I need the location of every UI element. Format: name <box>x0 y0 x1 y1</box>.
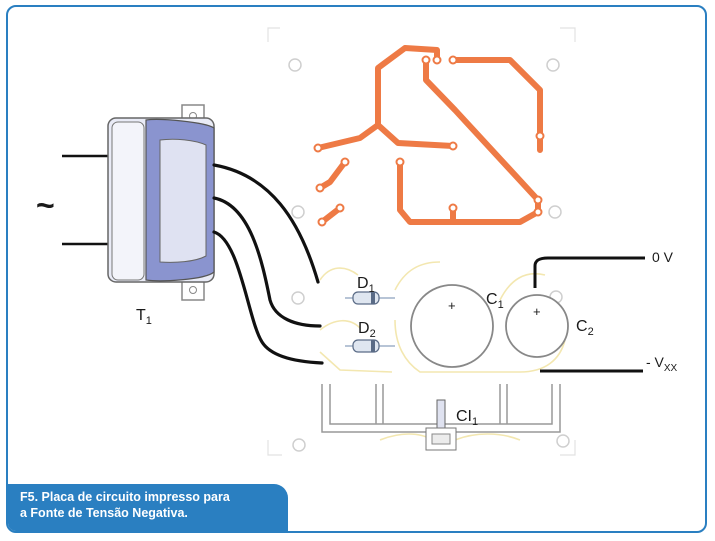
mounting-holes <box>288 58 570 452</box>
capacitor-c2-plus: + <box>533 304 541 319</box>
mounting-hole <box>288 58 302 72</box>
regulator-ci1 <box>425 399 457 451</box>
mounting-hole <box>546 58 560 72</box>
transformer-label: T1 <box>136 307 152 327</box>
regulator-ci1-label: CI1 <box>456 408 478 428</box>
capacitor-c1-plus: + <box>448 298 456 313</box>
diode-d1 <box>345 291 395 305</box>
output-wire-0v <box>533 256 645 288</box>
caption-line-1: F5. Placa de circuito impresso para <box>20 490 230 504</box>
mounting-hole <box>291 205 305 219</box>
mounting-hole <box>548 205 562 219</box>
capacitor-c2 <box>505 294 569 358</box>
transformer-t1 <box>107 104 215 301</box>
copper-traces <box>315 45 543 225</box>
mounting-hole <box>292 438 306 452</box>
capacitor-c1 <box>410 284 494 368</box>
mounting-hole <box>291 291 305 305</box>
output-0v-label: 0 V <box>652 249 674 265</box>
capacitor-c1-label: C1 <box>486 291 504 311</box>
capacitor-c2-label: C2 <box>576 318 594 338</box>
trace-pads <box>313 55 545 227</box>
output-vxx-label: - VXX <box>646 354 678 374</box>
mounting-hole <box>556 434 570 448</box>
pcb-board-outline <box>267 27 576 456</box>
diode-d2 <box>345 339 395 353</box>
diode-d1-label: D1 <box>357 275 375 295</box>
figure-caption: F5. Placa de circuito impresso para a Fo… <box>8 484 288 531</box>
ac-symbol: ~ <box>36 187 55 223</box>
caption-line-2: a Fonte de Tensão Negativa. <box>20 506 188 520</box>
diode-d2-label: D2 <box>358 320 376 340</box>
secondary-wires <box>212 163 324 365</box>
